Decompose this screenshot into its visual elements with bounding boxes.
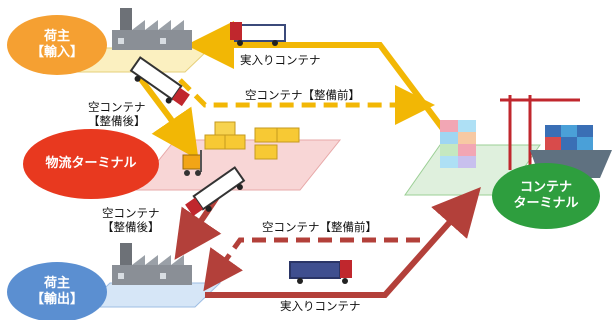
loaded-import-label: 実入りコンテナ bbox=[240, 53, 321, 67]
empty-after-bottom-label: 空コンテナ 【整備後】 bbox=[102, 206, 160, 235]
empty-after-top-line1: 空コンテナ bbox=[88, 100, 146, 114]
truck-icon-bottom bbox=[289, 260, 352, 284]
empty-after-top-line2: 【整備後】 bbox=[88, 114, 146, 129]
truck-icon-top bbox=[230, 22, 286, 46]
export-factory-icon bbox=[112, 243, 192, 285]
container-terminal-line2: ターミナル bbox=[513, 196, 579, 211]
empty-before-bottom-label: 空コンテナ【整備前】 bbox=[262, 220, 377, 234]
loaded-export-arrow bbox=[205, 187, 481, 298]
container-stack-icon bbox=[440, 120, 476, 168]
export-shipper-line2: 【輸出】 bbox=[30, 292, 83, 307]
logistics-terminal-node: 物流ターミナル bbox=[23, 129, 159, 199]
container-ship-icon bbox=[530, 125, 612, 178]
loaded-export-label: 実入りコンテナ bbox=[280, 299, 361, 313]
truck-icon-diagonal-bottom bbox=[185, 166, 246, 217]
import-shipper-node: 荷主 【輸入】 bbox=[7, 15, 107, 75]
forklift-icon bbox=[182, 150, 202, 176]
empty-before-top-label: 空コンテナ【整備前】 bbox=[245, 88, 360, 102]
logistics-terminal-ellipse bbox=[23, 129, 159, 199]
container-terminal-line1: コンテナ bbox=[519, 180, 572, 196]
cargo-boxes-icon bbox=[204, 121, 300, 160]
empty-after-top-label: 空コンテナ 【整備後】 bbox=[88, 100, 146, 129]
truck-icon-diagonal-top bbox=[129, 56, 190, 107]
export-shipper-line1: 荷主 bbox=[43, 276, 70, 292]
import-shipper-ellipse bbox=[7, 15, 107, 75]
import-shipper-line2: 【輸入】 bbox=[30, 45, 83, 60]
container-terminal-ellipse bbox=[492, 163, 600, 229]
empty-after-bottom-line2: 【整備後】 bbox=[102, 220, 160, 235]
empty-before-top-arrow bbox=[178, 78, 435, 125]
empty-after-bottom-line1: 空コンテナ bbox=[102, 206, 160, 220]
empty-after-top-arrow bbox=[137, 76, 199, 160]
import-shipper-line1: 荷主 bbox=[43, 29, 70, 45]
import-factory-icon bbox=[112, 8, 192, 50]
export-shipper-ellipse bbox=[7, 262, 107, 320]
empty-before-bottom-arrow bbox=[203, 237, 420, 292]
export-shipper-node: 荷主 【輸出】 bbox=[7, 262, 107, 322]
container-terminal-node: コンテナ ターミナル bbox=[492, 163, 600, 229]
logistics-terminal-label: 物流ターミナル bbox=[45, 156, 137, 172]
gantry-crane-icon bbox=[500, 95, 580, 170]
